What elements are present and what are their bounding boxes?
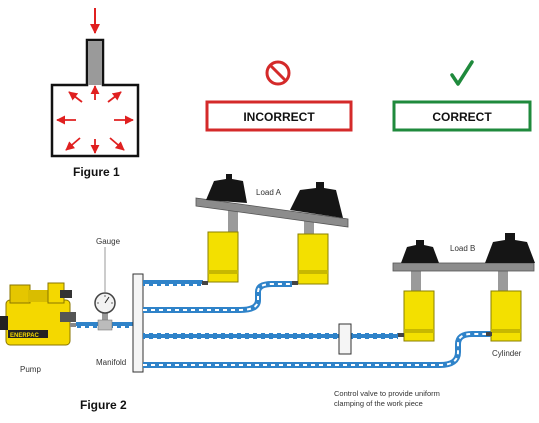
pump-brand: ENERPAC	[10, 333, 40, 339]
control-valve	[338, 323, 352, 355]
load-b-weight-2	[485, 233, 535, 263]
cylinder-label: Cylinder	[492, 349, 522, 358]
control-valve-label-1: Control valve to provide uniform	[334, 389, 440, 398]
load-a-assembly	[195, 174, 349, 285]
incorrect-box	[205, 100, 353, 132]
prohibited-icon	[265, 60, 291, 86]
pump-brand-plate	[8, 330, 48, 338]
manifold-label: Manifold	[96, 358, 126, 367]
manifold	[132, 273, 144, 373]
cylinder-a2	[297, 233, 329, 285]
load-b-weight-1	[401, 240, 439, 263]
pressure-arrows	[56, 85, 134, 154]
pump: ENERPAC	[0, 282, 78, 346]
correct-box	[392, 100, 532, 132]
gauge-label: Gauge	[96, 237, 121, 246]
hoses	[143, 280, 492, 368]
cylinder-a1	[207, 231, 239, 283]
check-icon	[450, 60, 474, 86]
cylinder-b2	[490, 290, 522, 342]
figure-1-caption: Figure 1	[73, 165, 120, 179]
load-a-label: Load A	[256, 188, 282, 197]
gauge	[94, 292, 116, 331]
load-a-beam	[195, 197, 349, 228]
cylinder-b1	[403, 290, 435, 342]
load-a-weight-2	[290, 182, 343, 218]
figure-2-caption: Figure 2	[80, 398, 127, 412]
correct-label: CORRECT	[432, 110, 492, 124]
correct-indicator: CORRECT	[392, 60, 532, 132]
incorrect-indicator: INCORRECT	[205, 60, 353, 132]
pump-label: Pump	[20, 365, 41, 374]
load-b-label: Load B	[450, 244, 475, 253]
incorrect-label: INCORRECT	[243, 110, 315, 124]
plunger	[88, 41, 102, 85]
load-a-weight-1	[206, 174, 247, 203]
figure-1: Figure 1	[50, 8, 140, 179]
figure-2: ENERPAC Pump Gauge Manifold	[0, 174, 535, 412]
control-valve-label-2: clamping of the work piece	[334, 399, 423, 408]
load-b-beam	[392, 262, 535, 272]
load-b-assembly	[392, 233, 535, 342]
